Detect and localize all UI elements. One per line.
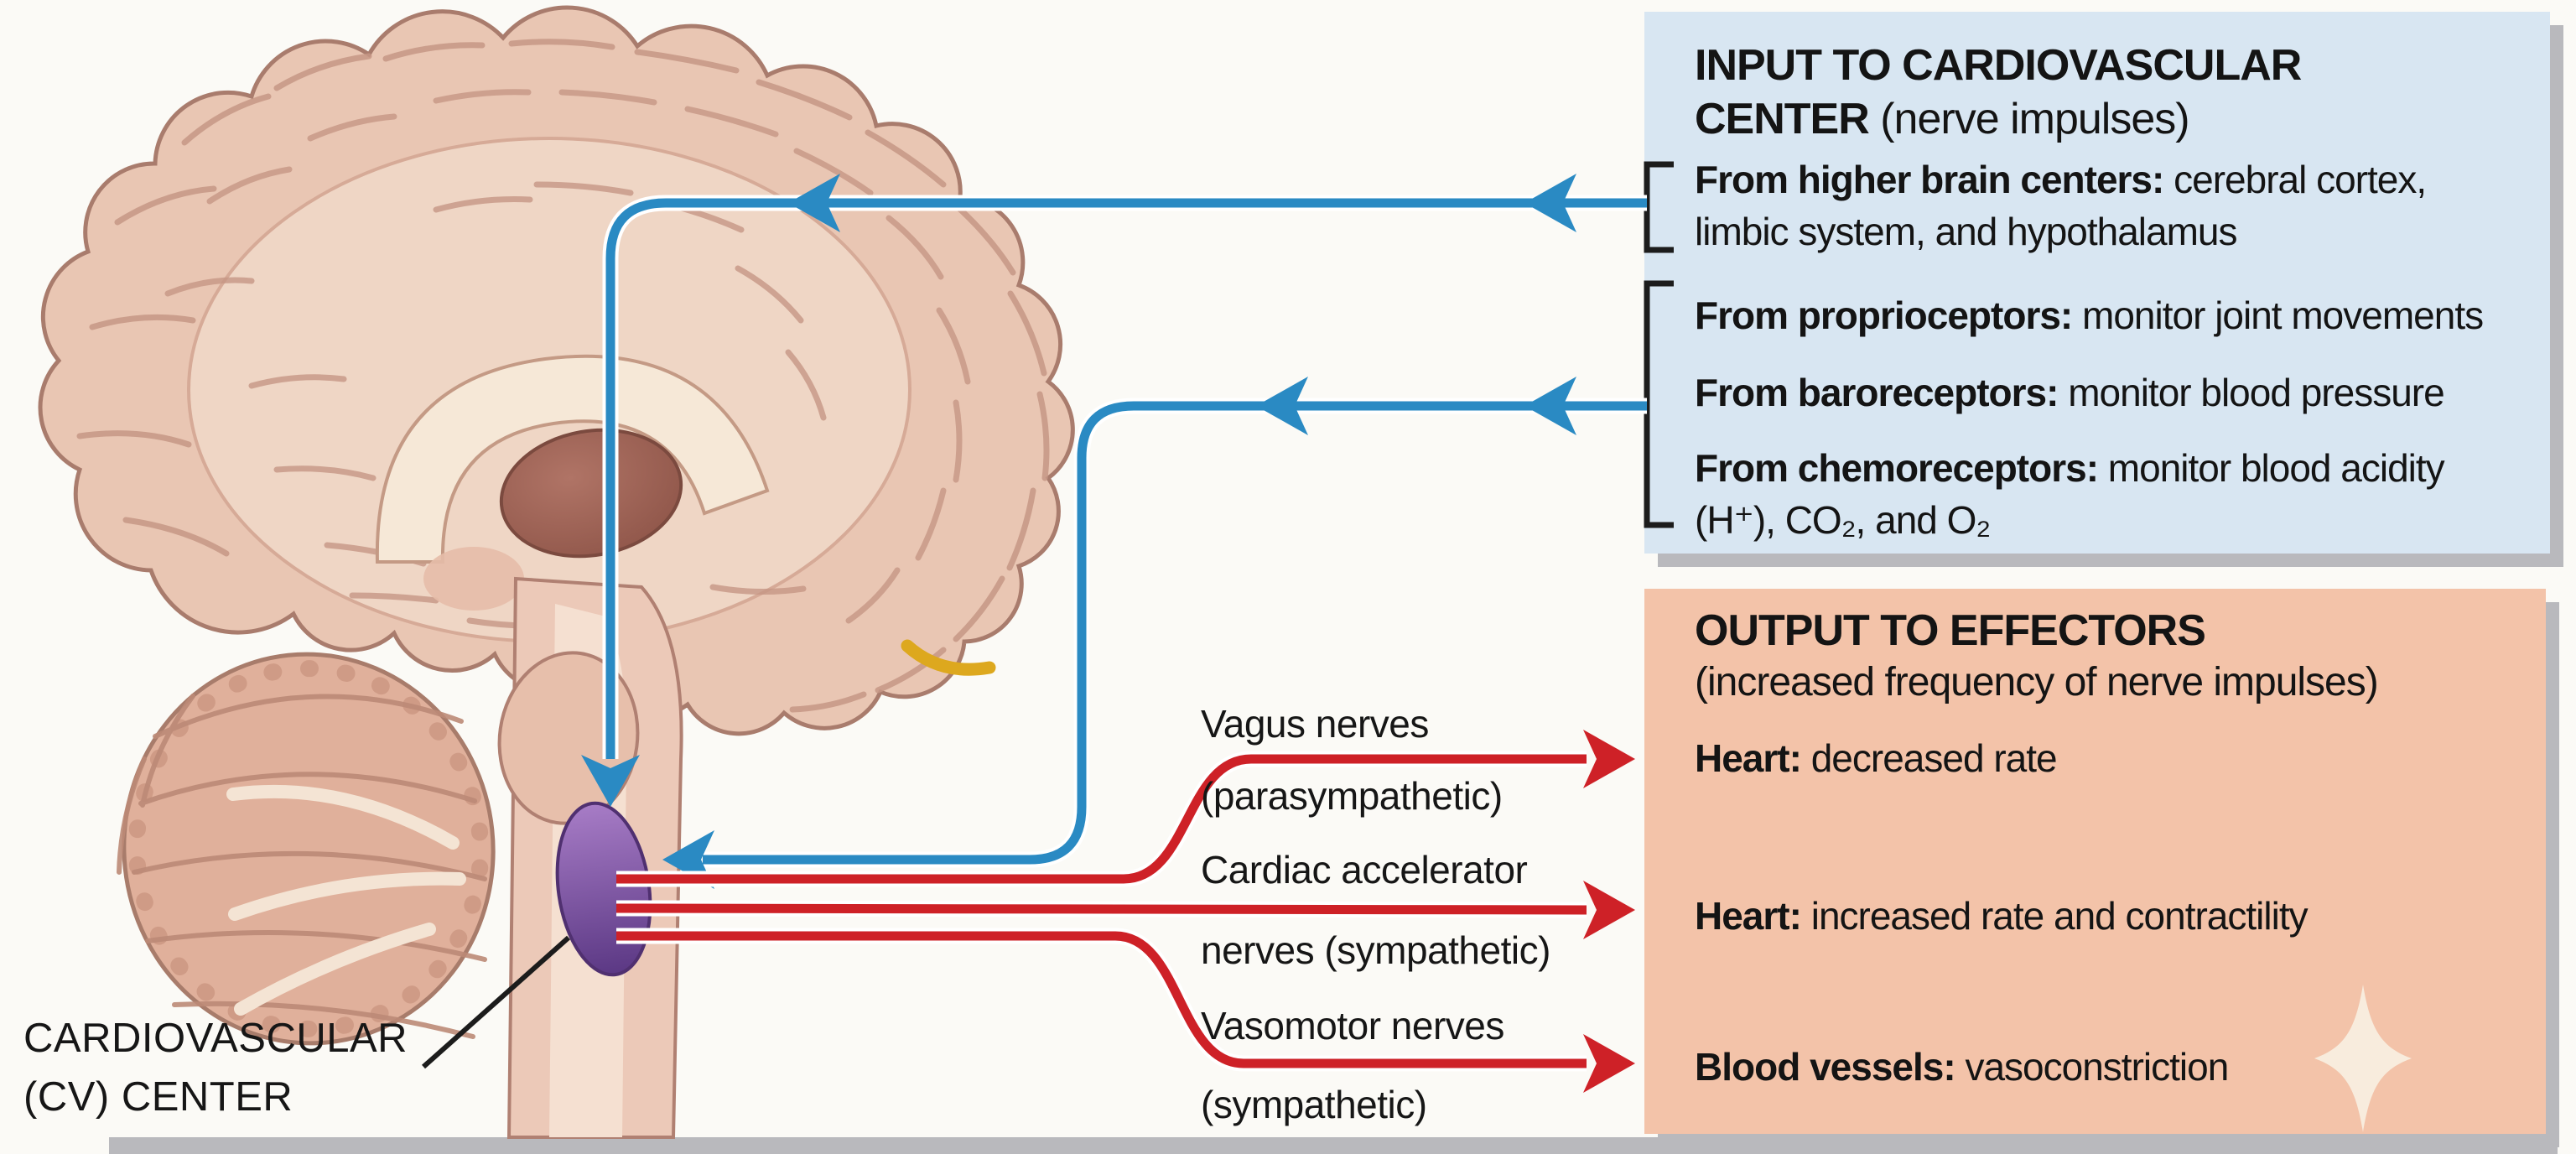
brain-illustration: [38, 5, 1075, 1139]
input-item-bold: From chemoreceptors:: [1695, 446, 2099, 490]
input-title-line: INPUT TO CARDIOVASCULAR: [1695, 41, 2302, 90]
vagus-nerve-path: [616, 754, 1587, 884]
red-arrowhead-right: [1583, 730, 1635, 788]
input-item-line: (H⁺), CO₂, and O₂: [1695, 498, 1991, 543]
input-bracket-higher-centers: [1644, 161, 1674, 253]
input-panel: INPUT TO CARDIOVASCULAR CENTER (nerve im…: [1644, 12, 2550, 554]
red-arrowhead-right: [1583, 1034, 1635, 1093]
output-item-line: Heart: increased rate and contractility: [1695, 894, 2309, 938]
input-item-rest: cerebral cortex,: [2163, 158, 2427, 201]
input-item-bold: From proprioceptors:: [1695, 294, 2073, 337]
blue-arrowhead-left: [788, 174, 840, 232]
sparkle-icon: [2314, 985, 2412, 1132]
input-title-bold: INPUT TO CARDIOVASCULAR: [1695, 41, 2302, 90]
output-item-line: Blood vessels: vasoconstriction: [1695, 1045, 2229, 1089]
vasomotor-nerves-label-line2: (sympathetic): [1201, 1083, 1427, 1126]
input-item-rest: monitor joint movements: [2072, 294, 2484, 337]
cv-center-label-line1: CARDIOVASCULAR: [23, 1016, 408, 1061]
vagus-nerves-label-line1: Vagus nerves: [1201, 702, 1429, 746]
input-item-rest: monitor blood acidity: [2098, 446, 2445, 490]
corpus-callosum: [375, 354, 770, 564]
output-arrows: [615, 730, 1635, 1093]
thalamus: [499, 428, 683, 559]
output-item-bold: Heart:: [1695, 894, 1802, 938]
output-item-rest: increased rate and contractility: [1800, 894, 2309, 938]
gyri-sulci-inner: [164, 89, 971, 653]
cerebellum-nodules: [127, 660, 490, 1037]
output-title-line: OUTPUT TO EFFECTORS: [1695, 606, 2206, 655]
output-item-bold: Blood vessels:: [1695, 1045, 1956, 1089]
output-title-bold: OUTPUT TO EFFECTORS: [1695, 606, 2206, 655]
vagus-nerves-label-line2: (parasympathetic): [1201, 774, 1503, 818]
vasomotor-nerve-path: [616, 931, 1587, 1068]
input-title-bold: CENTER: [1695, 95, 1870, 143]
input-item-line: From baroreceptors: monitor blood pressu…: [1695, 371, 2445, 415]
cardiac-accelerator-path: [615, 903, 1587, 915]
input-item-line: From higher brain centers: cerebral cort…: [1695, 158, 2427, 202]
hypothalamus: [423, 547, 524, 611]
input-bracket-receptors: [1644, 280, 1674, 528]
cerebellum-arbor-vitae: [226, 784, 466, 1016]
input-item-line: From chemoreceptors: monitor blood acidi…: [1695, 446, 2445, 491]
cv-center-label-line2: (CV) CENTER: [23, 1074, 293, 1120]
input-item-bold: From higher brain centers:: [1695, 158, 2164, 201]
gyri-sulci-outer: [76, 39, 1050, 713]
input-item-rest: (H⁺), CO₂, and O₂: [1695, 498, 1991, 542]
output-panel: OUTPUT TO EFFECTORS (increased frequency…: [1644, 589, 2546, 1134]
input-item-bold: From baroreceptors:: [1695, 371, 2059, 414]
output-title-line: (increased frequency of nerve impulses): [1695, 660, 2379, 705]
output-item-rest: vasoconstriction: [1955, 1045, 2229, 1089]
input-item-rest: limbic system, and hypothalamus: [1695, 210, 2238, 253]
optic-structure: [901, 639, 996, 676]
input-item-line: From proprioceptors: monitor joint movem…: [1695, 294, 2484, 338]
cerebellum-folia: [117, 694, 487, 1039]
blue-arrowhead-left: [1256, 377, 1308, 435]
cardiac-accelerator-label-line2: nerves (sympathetic): [1201, 928, 1550, 972]
output-title-rest: (increased frequency of nerve impulses): [1695, 660, 2379, 704]
input-item-line: limbic system, and hypothalamus: [1695, 210, 2238, 254]
blue-arrowhead-down: [581, 755, 640, 807]
output-item-line: Heart: decreased rate: [1695, 736, 2058, 781]
page-shadow: [109, 1137, 2558, 1154]
input-arrows: [581, 174, 1647, 889]
input-item-rest: monitor blood pressure: [2058, 371, 2444, 414]
red-arrowhead-right: [1583, 881, 1635, 939]
cardiac-accelerator-label-line1: Cardiac accelerator: [1201, 848, 1528, 891]
output-item-bold: Heart:: [1695, 736, 1802, 780]
input-title-line: CENTER (nerve impulses): [1695, 95, 2190, 143]
vasomotor-nerves-label-line1: Vasomotor nerves: [1201, 1004, 1504, 1047]
input-arrow-higher-path: [605, 198, 1647, 759]
output-item-rest: decreased rate: [1800, 736, 2058, 780]
cerebellum: [122, 652, 496, 1046]
cv-center-leader-line: [422, 935, 570, 1069]
blue-arrowhead-left: [1524, 174, 1576, 232]
input-title-rest: (nerve impulses): [1868, 95, 2189, 143]
blue-arrowhead-left: [1524, 377, 1576, 435]
input-arrow-receptors-path: [703, 401, 1647, 865]
